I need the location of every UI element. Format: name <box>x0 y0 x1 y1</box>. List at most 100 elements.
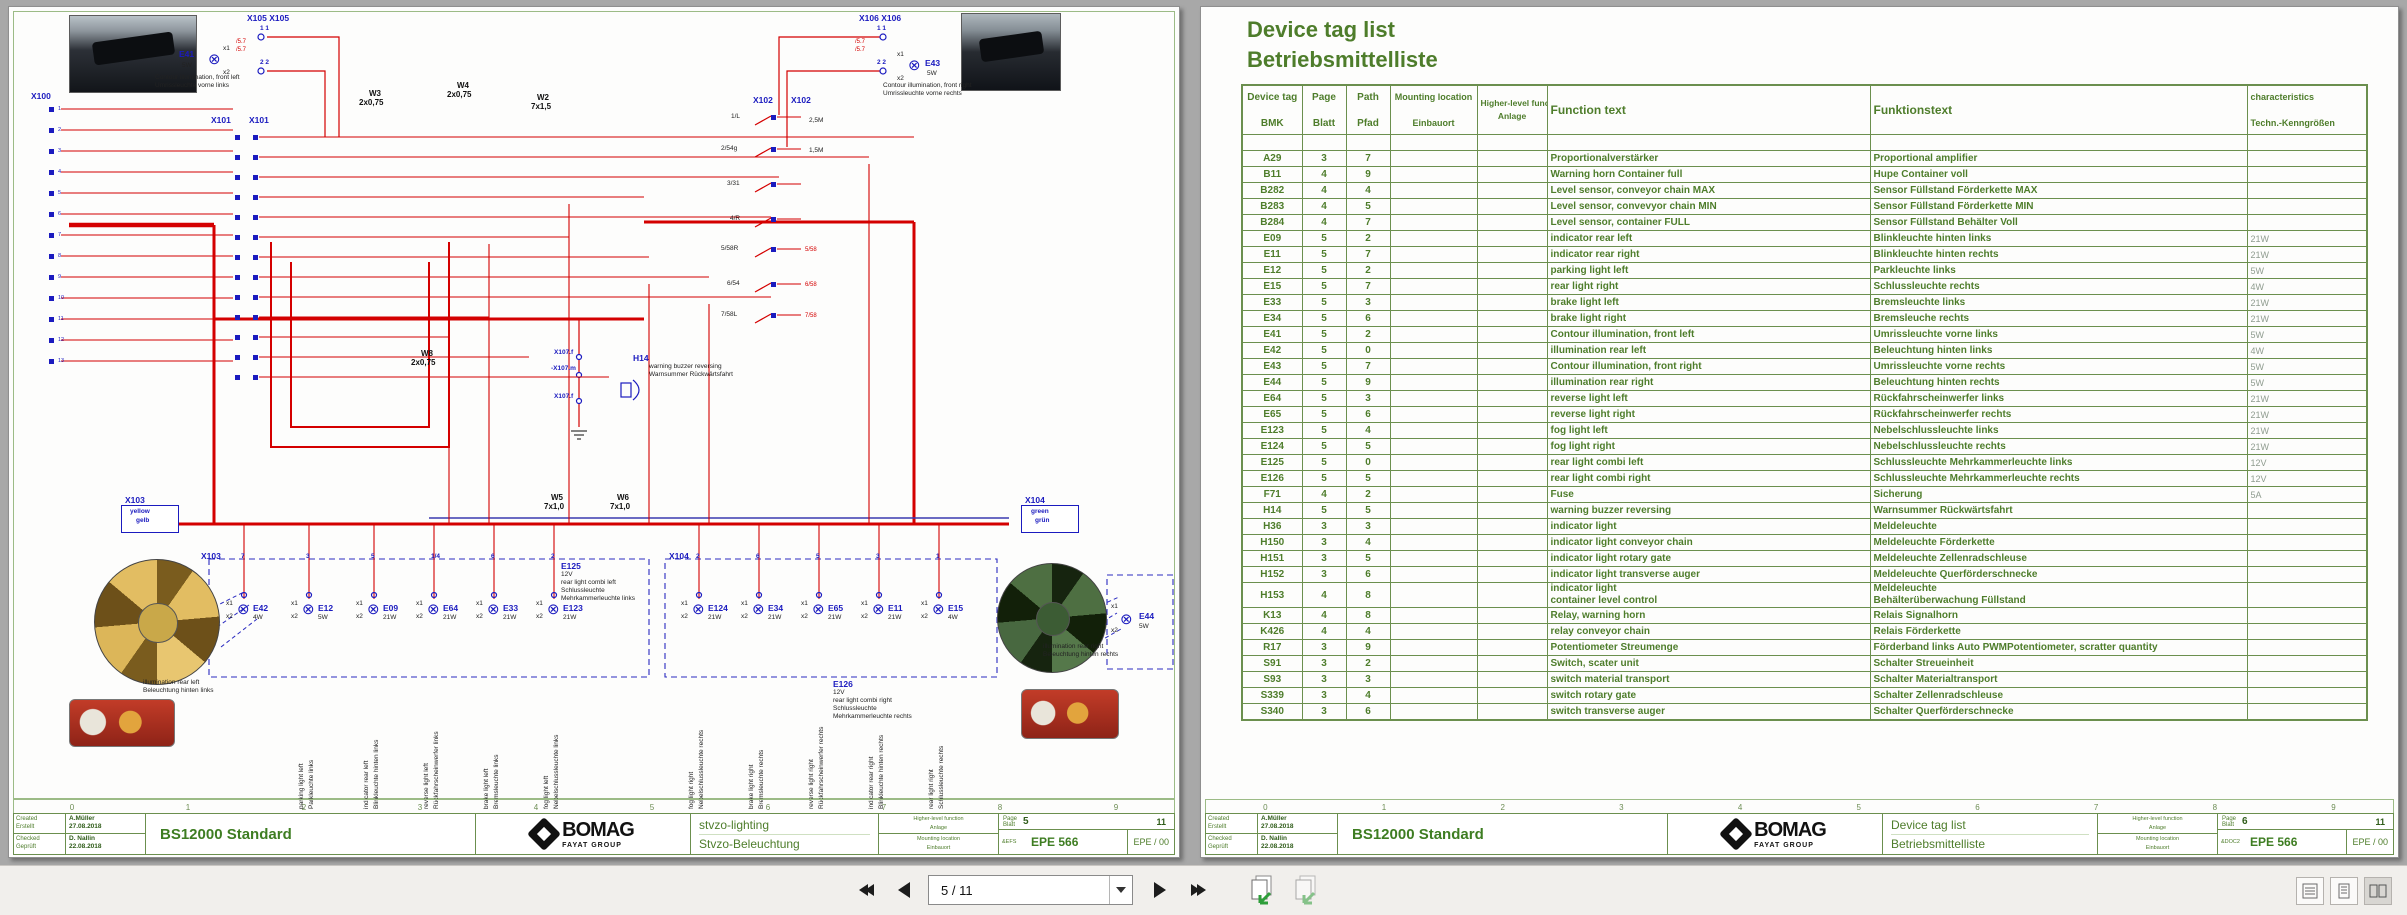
schematic-label: 2 2 <box>260 59 270 66</box>
schematic-label: 5W <box>182 62 192 69</box>
bomag-logo: BOMAG FAYAT GROUP <box>1668 814 1883 854</box>
schematic-label: X101 <box>211 115 231 125</box>
ruler-digit: 6 <box>765 802 771 812</box>
schematic-label: rear light combi left <box>561 579 616 586</box>
schematic-label: x2 <box>356 613 363 620</box>
lamp-symbol-E34: ⊗ <box>752 601 765 618</box>
drop-pin: 1 <box>936 553 940 560</box>
export-page-icon[interactable] <box>1246 873 1278 907</box>
previous-page-button[interactable] <box>888 875 920 905</box>
schematic-label: /5.7 <box>855 39 866 45</box>
x101-pin <box>253 135 258 140</box>
ruler-digit: 3 <box>417 802 423 812</box>
drop-pin: 2 <box>551 553 555 560</box>
x101-pin <box>253 255 258 260</box>
lamp-watt: 21W <box>708 614 722 621</box>
x104-color-box <box>1021 505 1079 533</box>
x101-pin <box>253 355 258 360</box>
schematic-label: Mehrkammerleuchte links <box>561 595 636 602</box>
chevron-down-icon[interactable] <box>1109 876 1132 904</box>
schematic-label: x1 <box>476 600 483 607</box>
schematic-label: 12V <box>561 571 573 578</box>
schematic-label: x2 <box>226 613 233 620</box>
lamp-watt: 5W <box>318 614 328 621</box>
lamp-symbol-E64: ⊗ <box>427 601 440 618</box>
rear-lamp-photo-left <box>69 699 175 747</box>
wiring-diagram <box>61 33 1174 678</box>
schematic-label: x2 <box>861 613 868 620</box>
single-page-view-icon[interactable] <box>2330 877 2358 905</box>
x101-pin <box>235 155 240 160</box>
schematic-label: X100 <box>31 91 51 101</box>
lamp-symbol-E12: ⊗ <box>302 601 315 618</box>
lamp-watt: 21W <box>828 614 842 621</box>
x100-pin <box>49 359 54 364</box>
schematic-label: H14 <box>633 353 649 363</box>
schematic-label: x2 <box>681 613 688 620</box>
schematic-label: x2 <box>536 613 543 620</box>
schematic-label: X102 <box>791 95 811 105</box>
export-all-pages-icon[interactable] <box>1290 873 1322 907</box>
schematic-label: rear light combi right <box>833 697 892 704</box>
doc-number: EPE 566 <box>1031 835 1079 849</box>
first-page-button[interactable] <box>850 875 882 905</box>
schematic-label: warning buzzer reversing <box>649 363 722 370</box>
schematic-label: 1/L <box>731 113 741 120</box>
schematic-label: X103 <box>201 551 221 561</box>
lamp-symbol-E43: ⊗ <box>908 57 921 74</box>
facing-pages-view-icon[interactable] <box>2364 877 2392 905</box>
ruler-digit: 4 <box>533 802 539 812</box>
x101-pin <box>253 235 258 240</box>
sheet-total: 11 <box>2375 816 2385 827</box>
lamp-watt: 4W <box>948 614 958 621</box>
schematic-label: Beleuchtung hinten links <box>143 687 214 694</box>
x101-pin <box>235 235 240 240</box>
schematic-label: x1 <box>741 600 748 607</box>
x100-pin <box>49 107 54 112</box>
viewer-toolbar: 5 / 11 <box>0 865 2407 915</box>
last-page-button[interactable] <box>1182 875 1214 905</box>
schematic-label: x2 <box>476 613 483 620</box>
schematic-label: x2 <box>801 613 808 620</box>
schematic-label: W8 <box>421 349 433 358</box>
ruler-digit: 2 <box>301 802 307 812</box>
x100-pin <box>49 254 54 259</box>
schematic-label: X102 <box>753 95 773 105</box>
created-name: A.Müller <box>69 815 95 822</box>
schematic-label: 5/58R <box>721 245 739 252</box>
x102-pin <box>771 247 776 252</box>
lamp-symbol-E15: ⊗ <box>932 601 945 618</box>
x100-pin <box>49 275 54 280</box>
page-select[interactable]: 5 / 11 <box>928 875 1133 905</box>
sheet-title-de: Betriebsmittelliste <box>1891 837 1986 851</box>
schematic-label: x2 <box>741 613 748 620</box>
schematic-label: 6/54 <box>727 280 740 287</box>
schematic-label: 5/58 <box>805 247 817 253</box>
ruler-digit: 2 <box>1500 802 1505 812</box>
next-page-button[interactable] <box>1144 875 1176 905</box>
schematic-label: Mehrkammerleuchte rechts <box>833 713 912 720</box>
schematic-label: x1 <box>861 600 868 607</box>
schematic-label: X106 X106 <box>859 13 902 23</box>
schematic-label: W5 <box>551 493 563 502</box>
schematic-label: 1 1 <box>260 25 270 32</box>
ruler-digit: 8 <box>997 802 1003 812</box>
thumbnails-view-icon[interactable] <box>2296 877 2324 905</box>
schematic-label: illumination rear left <box>143 679 200 686</box>
schematic-label: gelb <box>136 517 150 524</box>
x100-pin <box>49 170 54 175</box>
